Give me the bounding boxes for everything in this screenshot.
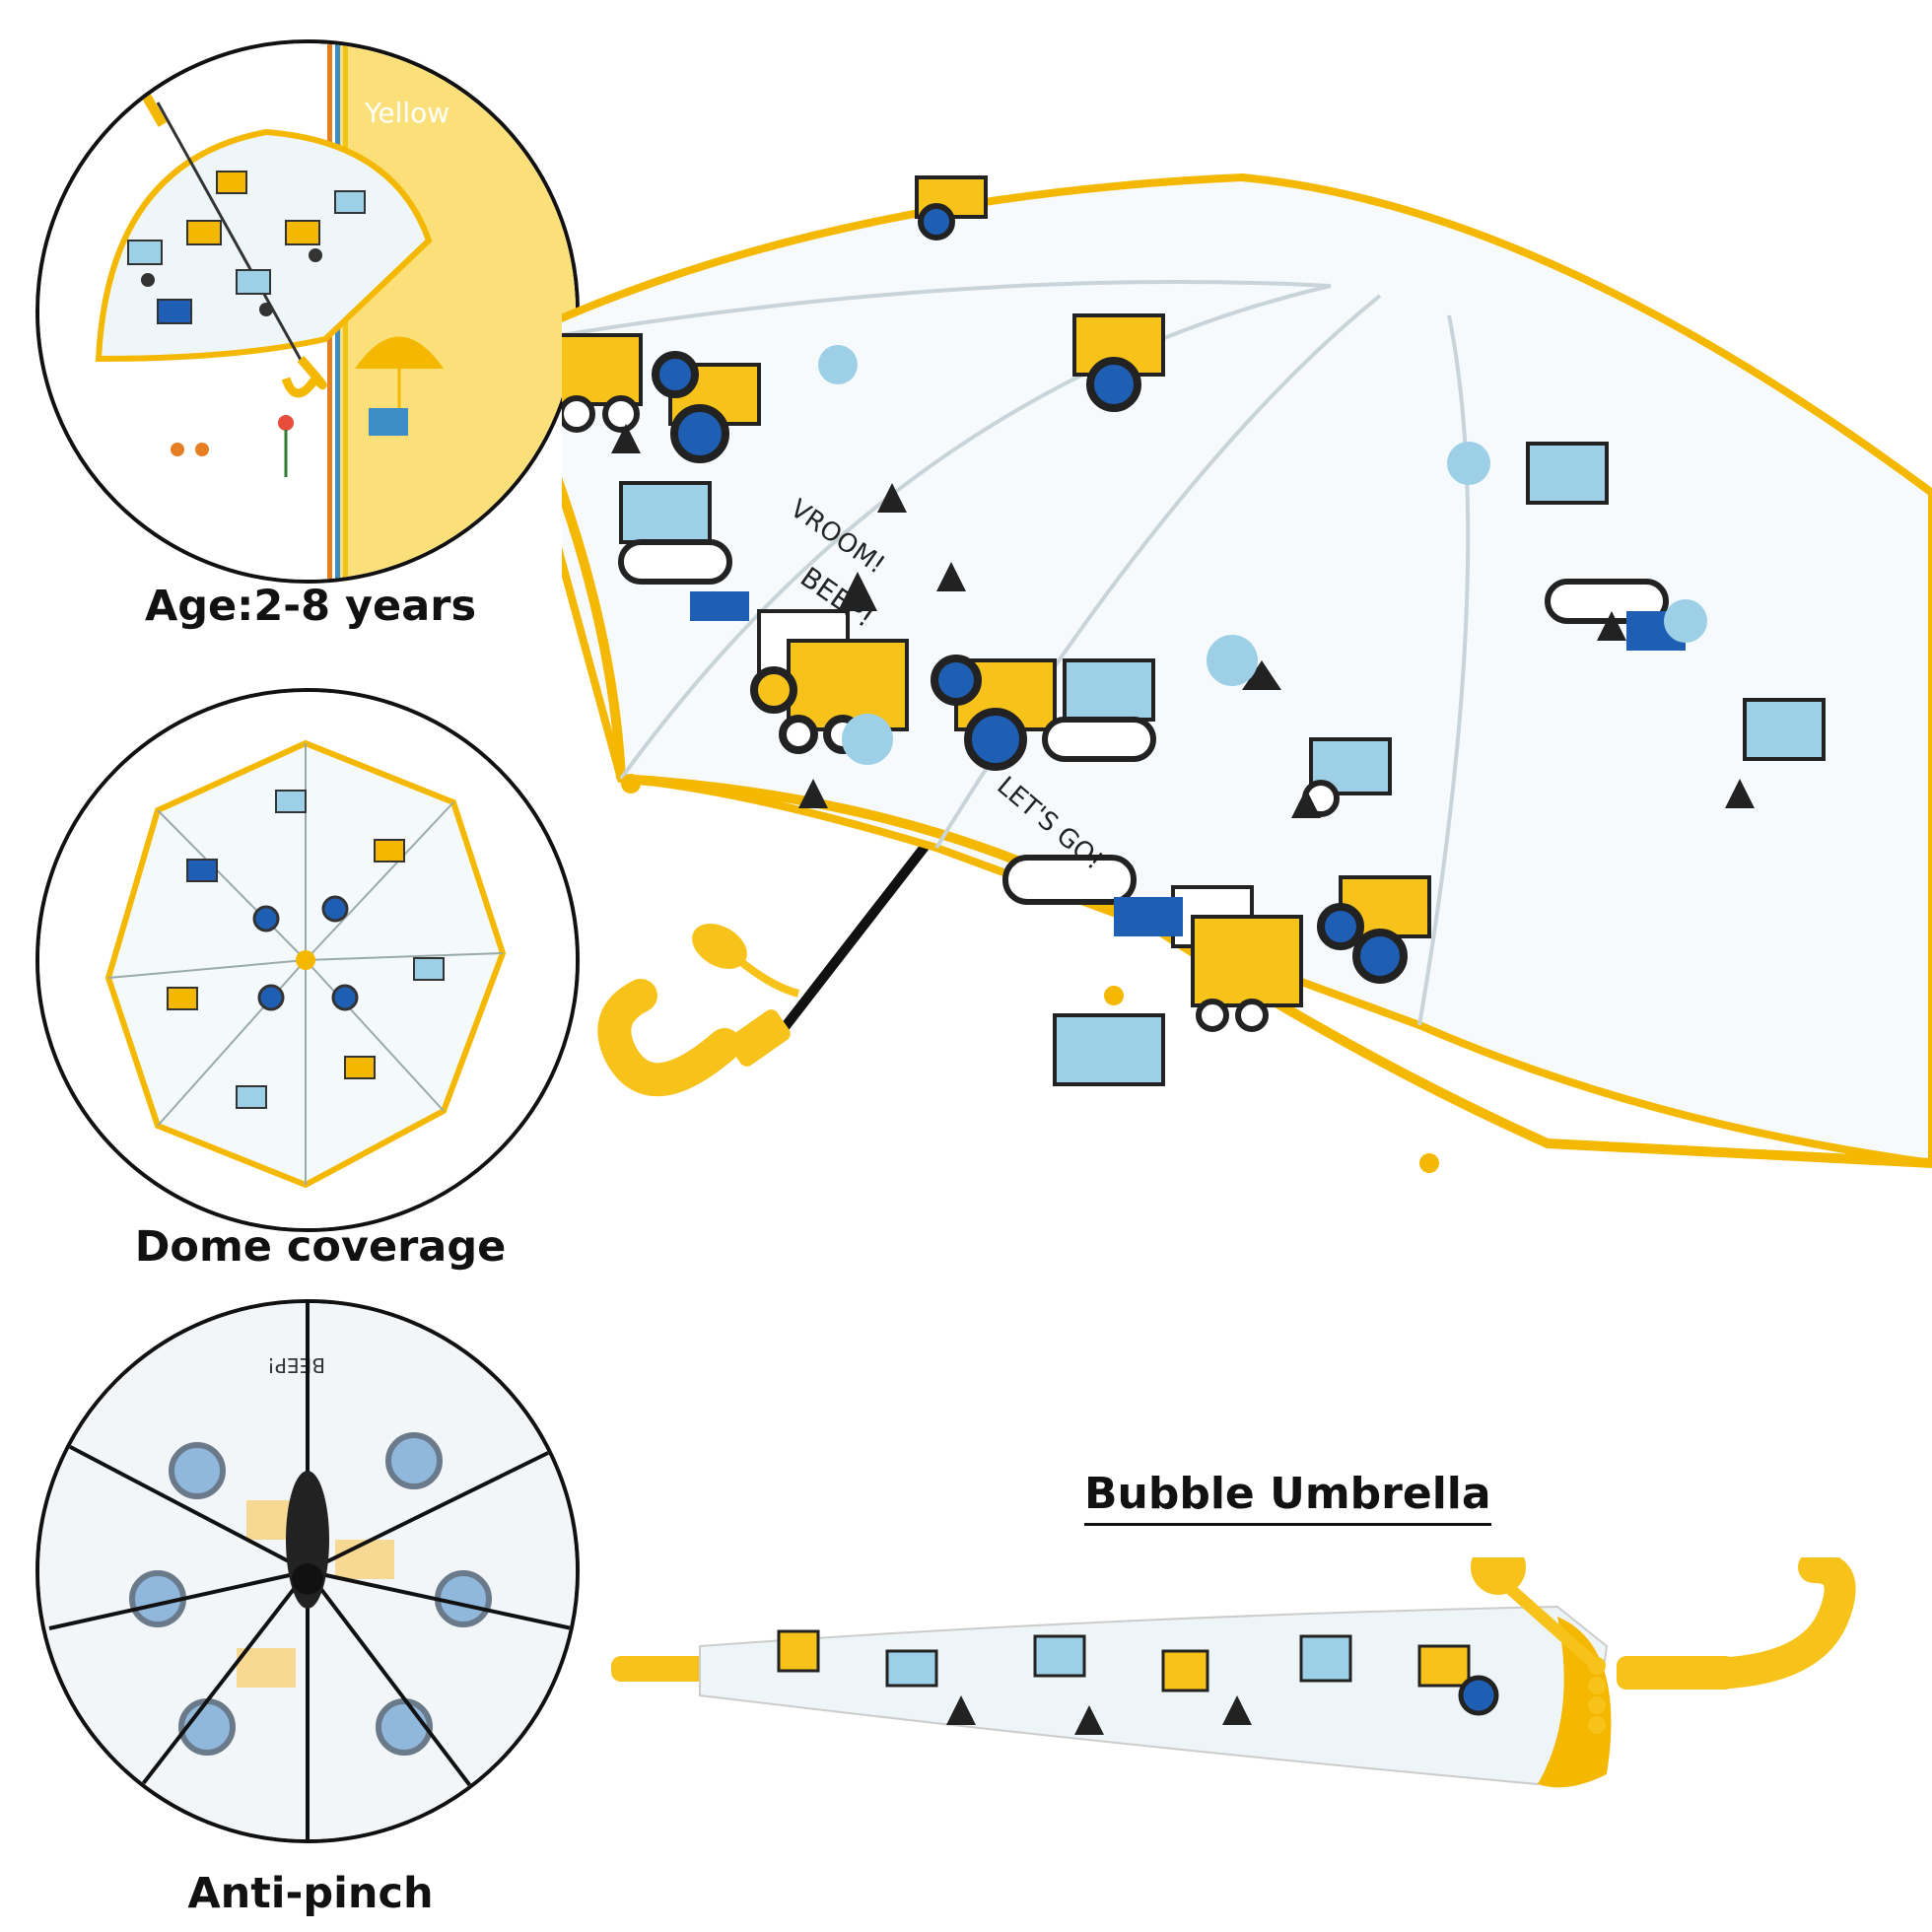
age-detail-circle: Yellow	[35, 39, 580, 584]
dome-print-pattern	[127, 171, 366, 324]
anti-pinch-caption: Anti-pinch	[187, 1869, 434, 1918]
folded-umbrella-photo	[611, 1557, 1856, 1788]
folded-print-pattern	[777, 1629, 1499, 1735]
top-print-pattern	[167, 790, 445, 1109]
umbrella-top-photo	[39, 692, 576, 1228]
umbrella-underside-photo: BEEP!	[39, 1303, 576, 1839]
umbrella-side-photo: Yellow	[39, 43, 576, 580]
dome-detail-circle	[35, 688, 580, 1232]
bubble-umbrella-photo: BEEP! LET'S GO! VROOM!	[562, 172, 1932, 1173]
dome-caption: Dome coverage	[134, 1222, 507, 1272]
rim-beads	[621, 774, 1439, 1173]
underside-beep-text: BEEP!	[267, 1353, 325, 1377]
anti-pinch-detail-circle: BEEP!	[35, 1299, 580, 1843]
bubble-umbrella-title: Bubble Umbrella	[1084, 1469, 1491, 1526]
underside-print: BEEP!	[129, 1353, 492, 1756]
yellow-tag-text: Yellow	[364, 97, 449, 129]
age-caption: Age:2-8 years	[144, 582, 477, 631]
